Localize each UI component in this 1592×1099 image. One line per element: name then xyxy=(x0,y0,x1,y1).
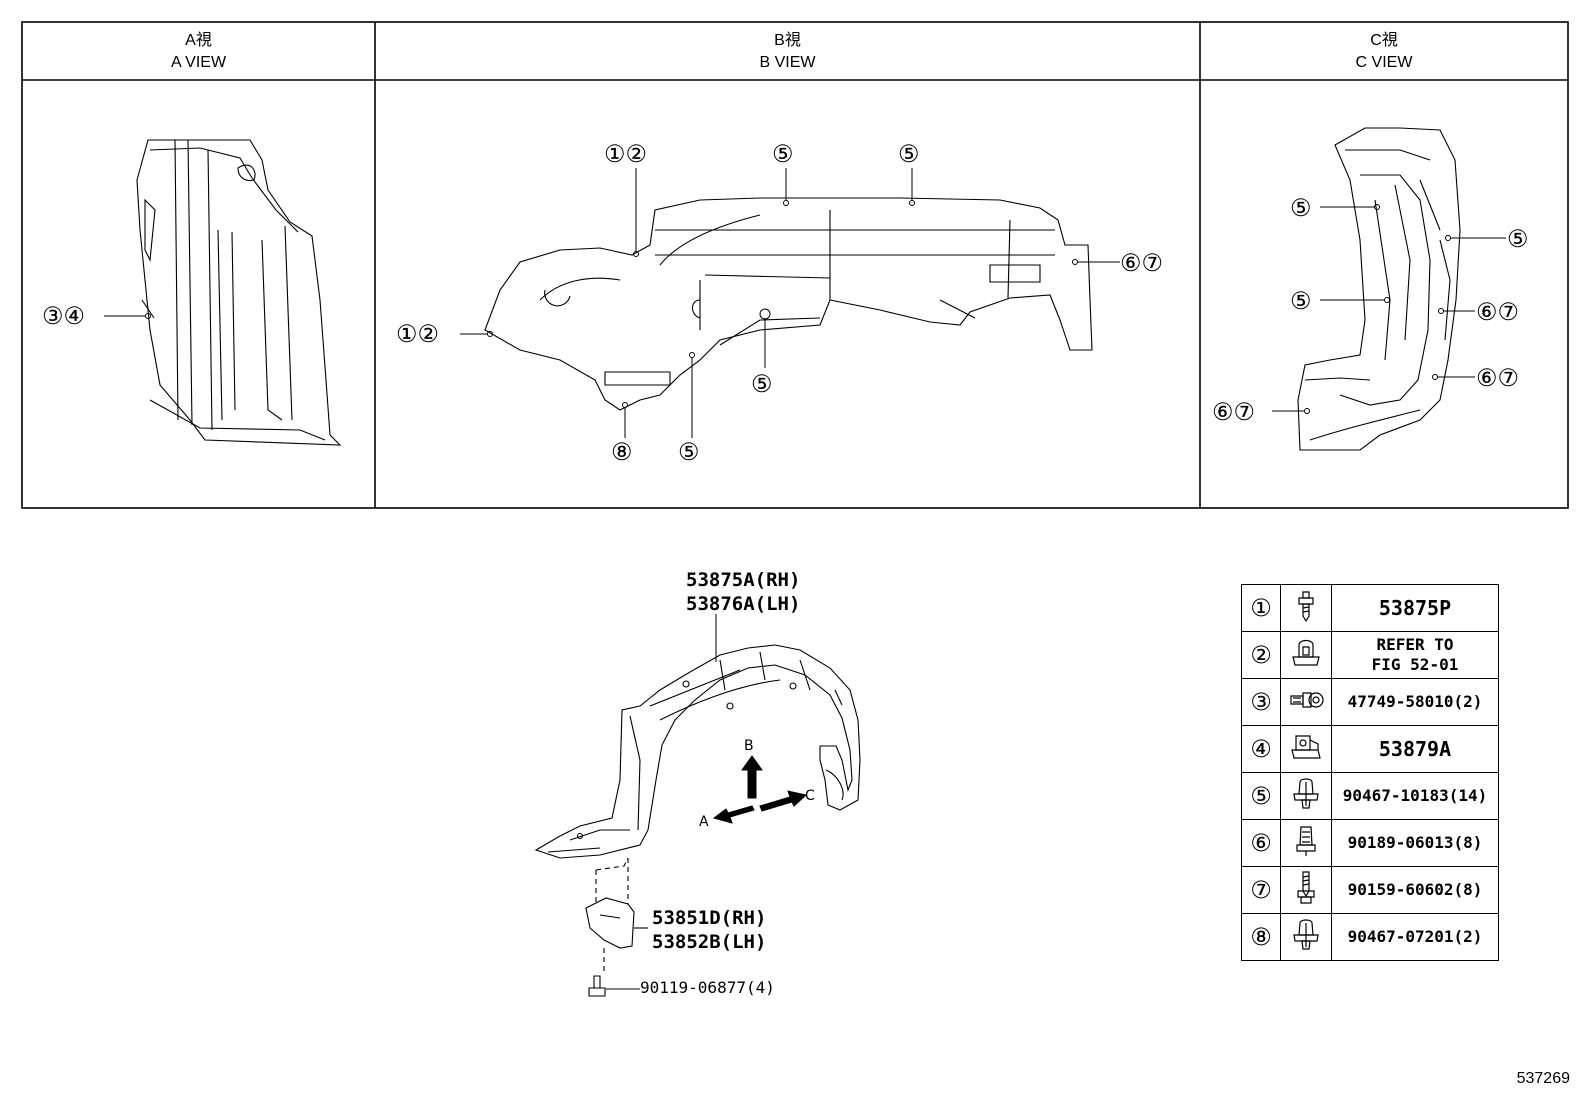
clip-nut-icon xyxy=(1280,631,1332,679)
c-view-leaders xyxy=(1272,204,1506,414)
legend-part-number: 53879A xyxy=(1331,725,1499,773)
callout-c-67-b: ⑥⑦ xyxy=(1476,364,1520,392)
b-view-leaders xyxy=(460,168,1120,438)
c-view-header: C視 C VIEW xyxy=(1200,24,1568,80)
b-view-drawing xyxy=(484,197,1093,411)
callout-c-5-c: ⑤ xyxy=(1507,225,1529,253)
liner-rh-label: 53875A(RH) xyxy=(686,569,801,591)
liner-lh-label: 53876A(LH) xyxy=(686,593,801,615)
legend-number: ⑦ xyxy=(1241,866,1281,914)
u-nut-icon xyxy=(1280,725,1332,773)
nut-icon xyxy=(1280,819,1332,867)
callout-a-34: ③④ xyxy=(42,302,86,330)
legend-part-number: 90467-10183(14) xyxy=(1331,772,1499,820)
legend-number: ⑧ xyxy=(1241,913,1281,961)
b-view-title-jp: B視 xyxy=(774,32,801,49)
arrow-a-label: A xyxy=(699,814,709,830)
legend-row: ③ 47749-58010(2) xyxy=(1241,678,1499,726)
shield-rh-label: 53851D(RH) xyxy=(652,907,767,929)
a-view-header: A視 A VIEW xyxy=(22,24,375,80)
callout-b-12-top: ①② xyxy=(604,140,648,168)
legend-row: ⑧ 90467-07201(2) xyxy=(1241,913,1499,961)
figure-number: 537269 xyxy=(1516,1070,1570,1087)
arrow-b-label: B xyxy=(744,738,754,754)
c-view-title-en: C VIEW xyxy=(1355,54,1413,71)
legend-row: ④ 53879A xyxy=(1241,725,1499,773)
legend-row: ⑤ 90467-10183(14) xyxy=(1241,772,1499,820)
legend-row: ② REFER TO FIG 52-01 xyxy=(1241,631,1499,679)
callout-c-67-c: ⑥⑦ xyxy=(1212,398,1256,426)
callout-c-5-b: ⑤ xyxy=(1290,287,1312,315)
shield-lh-label: 53852B(LH) xyxy=(652,931,767,953)
callout-b-67: ⑥⑦ xyxy=(1120,249,1164,277)
legend-row: ⑥ 90189-06013(8) xyxy=(1241,819,1499,867)
b-view-header: B視 B VIEW xyxy=(375,24,1200,80)
callout-b-5-mid: ⑤ xyxy=(751,370,773,398)
c-view-title-jp: C視 xyxy=(1370,32,1398,49)
b-view-title-en: B VIEW xyxy=(759,54,816,71)
legend-number: ⑤ xyxy=(1241,772,1281,820)
bolt-label: 90119-06877(4) xyxy=(640,978,775,997)
legend-part-number: 90467-07201(2) xyxy=(1331,913,1499,961)
tapping-screw-icon xyxy=(1280,866,1332,914)
legend-part-number: REFER TO FIG 52-01 xyxy=(1331,631,1499,679)
legend-row: ① 53875P xyxy=(1241,584,1499,632)
legend-part-number: 53875P xyxy=(1331,584,1499,632)
splash-shield-drawing xyxy=(585,857,648,975)
screw-icon xyxy=(1280,584,1332,632)
fender-liner-drawing xyxy=(534,644,861,859)
callout-b-8: ⑧ xyxy=(611,438,633,466)
callout-b-5-top-b: ⑤ xyxy=(898,140,920,168)
legend-row: ⑦ 90159-60602(8) xyxy=(1241,866,1499,914)
push-clip-icon xyxy=(1280,772,1332,820)
legend-part-number: 47749-58010(2) xyxy=(1331,678,1499,726)
legend-number: ④ xyxy=(1241,725,1281,773)
a-view-title-en: A VIEW xyxy=(170,54,227,71)
view-arrows xyxy=(712,755,808,824)
callout-b-5-top-a: ⑤ xyxy=(772,140,794,168)
legend-number: ② xyxy=(1241,631,1281,679)
arrow-c-label: C xyxy=(805,788,815,804)
callout-b-5-bottom: ⑤ xyxy=(678,438,700,466)
callout-c-67-a: ⑥⑦ xyxy=(1476,298,1520,326)
callout-c-5-a: ⑤ xyxy=(1290,194,1312,222)
grommet-screw-icon xyxy=(1280,678,1332,726)
legend-number: ⑥ xyxy=(1241,819,1281,867)
legend-number: ① xyxy=(1241,584,1281,632)
legend-part-number: 90159-60602(8) xyxy=(1331,866,1499,914)
a-view-drawing xyxy=(136,139,342,446)
a-view-leader xyxy=(104,313,151,319)
bolt-drawing xyxy=(588,975,640,997)
push-clip-icon xyxy=(1280,913,1332,961)
a-view-title-jp: A視 xyxy=(185,32,212,49)
legend-number: ③ xyxy=(1241,678,1281,726)
legend-part-number: 90189-06013(8) xyxy=(1331,819,1499,867)
c-view-drawing xyxy=(1297,127,1461,451)
fastener-legend-table: ① 53875P ② REFER TO FIG 52-01 ③ 47749-58… xyxy=(1241,584,1499,961)
callout-b-12-left: ①② xyxy=(396,320,440,348)
